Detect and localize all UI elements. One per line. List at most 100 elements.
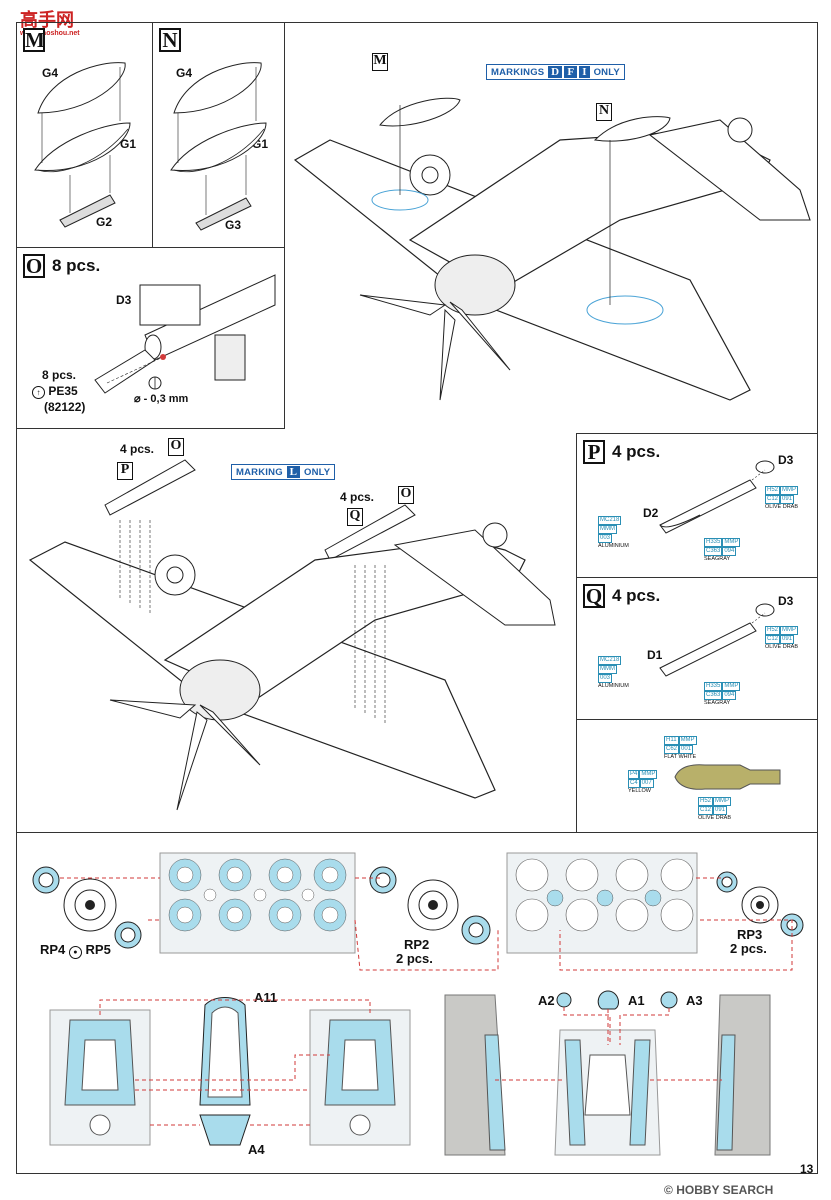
watermark-logo: 高手网 www.gaoshou.net [20, 6, 80, 37]
paint-code: 091 [780, 635, 795, 644]
paint-name: OLIVE DRAB [698, 815, 732, 821]
paint-code: C12 [765, 495, 781, 504]
panel-P-count: 4 pcs. [612, 442, 661, 461]
panel-O-pe-part: ↑ PE35 [32, 384, 78, 399]
canopy-A4-label: A4 [248, 1142, 265, 1157]
panel-O-frame [16, 247, 285, 429]
mask-sheet-right [506, 852, 698, 954]
mask-wheels-middle [369, 866, 491, 945]
mask-wheels-left [32, 866, 142, 949]
panel-O-drill: ⌀ - 0,3 mm [134, 393, 189, 405]
paint-code: H11 [664, 736, 679, 745]
paint-code: H52 [765, 486, 781, 495]
panel-O-drawing [94, 274, 276, 394]
paint-code: 091 [780, 495, 795, 504]
panel-N-drawing [170, 62, 267, 231]
mask-section-frame [16, 832, 818, 1174]
panel-N-part-G3: G3 [225, 218, 242, 232]
panel-M-part-G4: G4 [42, 66, 59, 80]
canopy-A11-label: A11 [254, 990, 278, 1005]
wheel-RP4: RP4 [40, 942, 66, 957]
marking-prefix-top: MARKINGS [491, 67, 545, 78]
panel-P-letter: P [583, 440, 605, 464]
panel-M-letter: M [23, 28, 45, 52]
watermark-text: 高手网 [20, 10, 74, 30]
bomb-drawing [674, 764, 781, 790]
paint-code: MMP [713, 797, 732, 806]
photoetch-icon: ↑ [32, 386, 45, 399]
hobbysearch-brand: HOBBY SEARCH [676, 1183, 774, 1197]
wheel-RP4-label: RP4 ● RP5 [40, 942, 111, 959]
panel-Q-part-D3: D3 [778, 594, 794, 608]
callout-M-top: M [372, 53, 388, 71]
callout-P-letter: P [117, 462, 133, 480]
copyright-icon: © [664, 1183, 673, 1197]
panel-N-letter: N [159, 28, 181, 52]
paint-code: H335 [704, 682, 723, 691]
paint-code: C12 [698, 806, 714, 815]
paint-code: 007 [639, 779, 654, 788]
panel-Q-count: 4 pcs. [612, 586, 661, 605]
aircraft-bottom-drawing [28, 459, 556, 811]
panel-O-part-D3: D3 [116, 293, 132, 307]
marking-suffix-top: ONLY [593, 67, 620, 78]
paint-code: H335 [704, 538, 723, 547]
wheel-RP2-label: RP2 [404, 937, 430, 952]
wheel-RP3-label: RP3 [737, 927, 763, 942]
callout-Q-ref: O [398, 486, 414, 504]
panel-Q-drawing [659, 603, 775, 677]
paint-code: MMM [598, 525, 617, 534]
callout-P-ref: O [168, 438, 184, 456]
paint-code: MMP [722, 538, 741, 547]
paint-code: 091 [713, 806, 728, 815]
paint-code: C363 [704, 547, 723, 556]
panel-O-pe-part-label: PE35 [48, 384, 78, 398]
aircraft-top-drawing [293, 97, 811, 401]
callout-Q-letter: Q [347, 508, 363, 526]
panel-N-part-G4: G4 [176, 66, 193, 80]
mask-sheet-left [159, 852, 356, 954]
paint-code: MMP [639, 770, 658, 779]
paint-code: 003 [598, 534, 613, 543]
paint-name: YELLOW [628, 788, 651, 794]
paint-code: C363 [704, 691, 723, 700]
paint-Q-aluminium: MC218 MMM 003 ALUMINIUM [598, 656, 629, 690]
light-A3-label: A3 [686, 993, 703, 1008]
panel-M-part-G1: G1 [120, 137, 137, 151]
paint-code: H52 [765, 626, 781, 635]
panel-Q-letter: Q [583, 584, 605, 608]
paint-code: MMP [780, 626, 799, 635]
watermark-subtext: www.gaoshou.net [20, 30, 80, 37]
wheel-RP2-count: 2 pcs. [396, 951, 433, 966]
callout-Q-count: 4 pcs. [340, 490, 375, 504]
light-A2-label: A2 [538, 993, 555, 1008]
paint-code: C12 [765, 635, 781, 644]
paint-code: C4 [628, 779, 640, 788]
callout-N-top: N [596, 103, 612, 121]
marking-letter-D: D [548, 66, 563, 78]
marking-suffix-bottom: ONLY [304, 467, 331, 478]
marking-letter-I: I [579, 66, 590, 78]
panel-O-count: 8 pcs. [52, 256, 101, 275]
panel-Q-part-D1: D1 [647, 648, 663, 662]
paint-code: 094 [722, 547, 737, 556]
paint-code: MMP [722, 682, 741, 691]
canopy-masks-drawing [49, 997, 411, 1146]
paint-code: 003 [598, 674, 613, 683]
panel-P-part-D2: D2 [643, 506, 659, 520]
panel-M-drawing [34, 62, 131, 228]
paint-name: ALUMINIUM [598, 543, 629, 549]
paint-code: H52 [698, 797, 714, 806]
panel-O-pe-count: 8 pcs. [42, 368, 77, 382]
paint-name: FLAT WHITE [664, 754, 697, 760]
paint-code: P4 [628, 770, 640, 779]
paint-code: MMM [598, 665, 617, 674]
paint-P-aluminium: MC218 MMM 003 ALUMINIUM [598, 516, 629, 550]
